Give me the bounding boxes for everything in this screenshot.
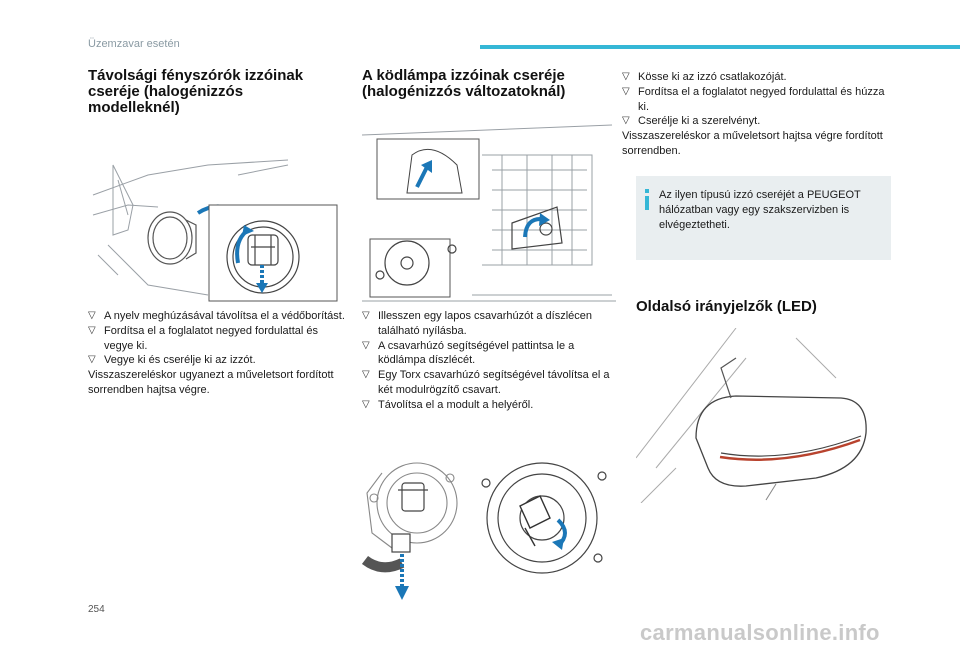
foglamp-module-illustration (361, 458, 616, 606)
triangle-bullet-icon: ▽ (362, 398, 370, 410)
step-item: ▽ Cserélje ki a szerelvényt. (622, 115, 761, 128)
col1-instructions: ▽ A nyelv meghúzásával távolítsa el a vé… (88, 309, 346, 398)
triangle-bullet-icon: ▽ (622, 85, 630, 97)
triangle-bullet-icon: ▽ (622, 115, 630, 127)
step-item: ▽ Távolítsa el a modult a helyéről. (362, 398, 534, 411)
triangle-bullet-icon: ▽ (88, 310, 96, 321)
col3-instructions: ▽ Kösse ki az izzó csatlakozóját. ▽ Ford… (622, 70, 894, 159)
step-item: ▽ Egy Torx csavarhúzó segítségével távol… (362, 369, 610, 396)
foglamp-trim-illustration (361, 115, 616, 303)
col2-instructions: ▽ Illesszen egy lapos csavarhúzót a dísz… (362, 309, 624, 413)
section-label: Üzemzavar esetén (88, 38, 180, 50)
side-indicator-illustration (635, 327, 890, 504)
step-item: ▽ Kösse ki az izzó csatlakozóját. (622, 71, 787, 83)
triangle-bullet-icon: ▽ (88, 324, 96, 336)
triangle-bullet-icon: ▽ (362, 339, 370, 351)
info-box: Az ilyen típusú izzó cseréjét a PEUGEOT … (636, 176, 891, 260)
step-item: ▽ A nyelv meghúzásával távolítsa el a vé… (88, 310, 345, 322)
col1-note: Visszaszereléskor ugyanezt a műveletsort… (88, 369, 334, 396)
triangle-bullet-icon: ▽ (88, 354, 96, 366)
watermark: carmanualsonline.info (640, 620, 880, 645)
info-icon (645, 189, 649, 245)
step-item: ▽ A csavarhúzó segítségével pattintsa le… (362, 339, 575, 367)
triangle-bullet-icon: ▽ (622, 71, 630, 82)
col1-title: Távolsági fényszórók izzóinak cseréje (h… (88, 67, 304, 116)
headlamp-bulb-illustration (88, 135, 338, 303)
page-number: 254 (88, 604, 105, 615)
step-item: ▽ Fordítsa el a foglalatot negyed fordul… (622, 85, 885, 113)
step-item: ▽ Illesszen egy lapos csavarhúzót a dísz… (362, 310, 593, 337)
header-accent-bar (480, 45, 960, 49)
triangle-bullet-icon: ▽ (362, 310, 370, 321)
step-item: ▽ Vegye ki és cserélje ki az izzót. (88, 354, 256, 367)
col3-title: Oldalsó irányjelzők (LED) (636, 298, 817, 315)
info-text: Az ilyen típusú izzó cseréjét a PEUGEOT … (659, 189, 861, 231)
col3-note: Visszaszereléskor a műveletsort hajtsa v… (622, 130, 883, 157)
triangle-bullet-icon: ▽ (362, 369, 370, 381)
col2-title: A ködlámpa izzóinak cseréje (halogénizzó… (362, 67, 566, 100)
step-item: ▽ Fordítsa el a foglalatot negyed fordul… (88, 324, 319, 352)
